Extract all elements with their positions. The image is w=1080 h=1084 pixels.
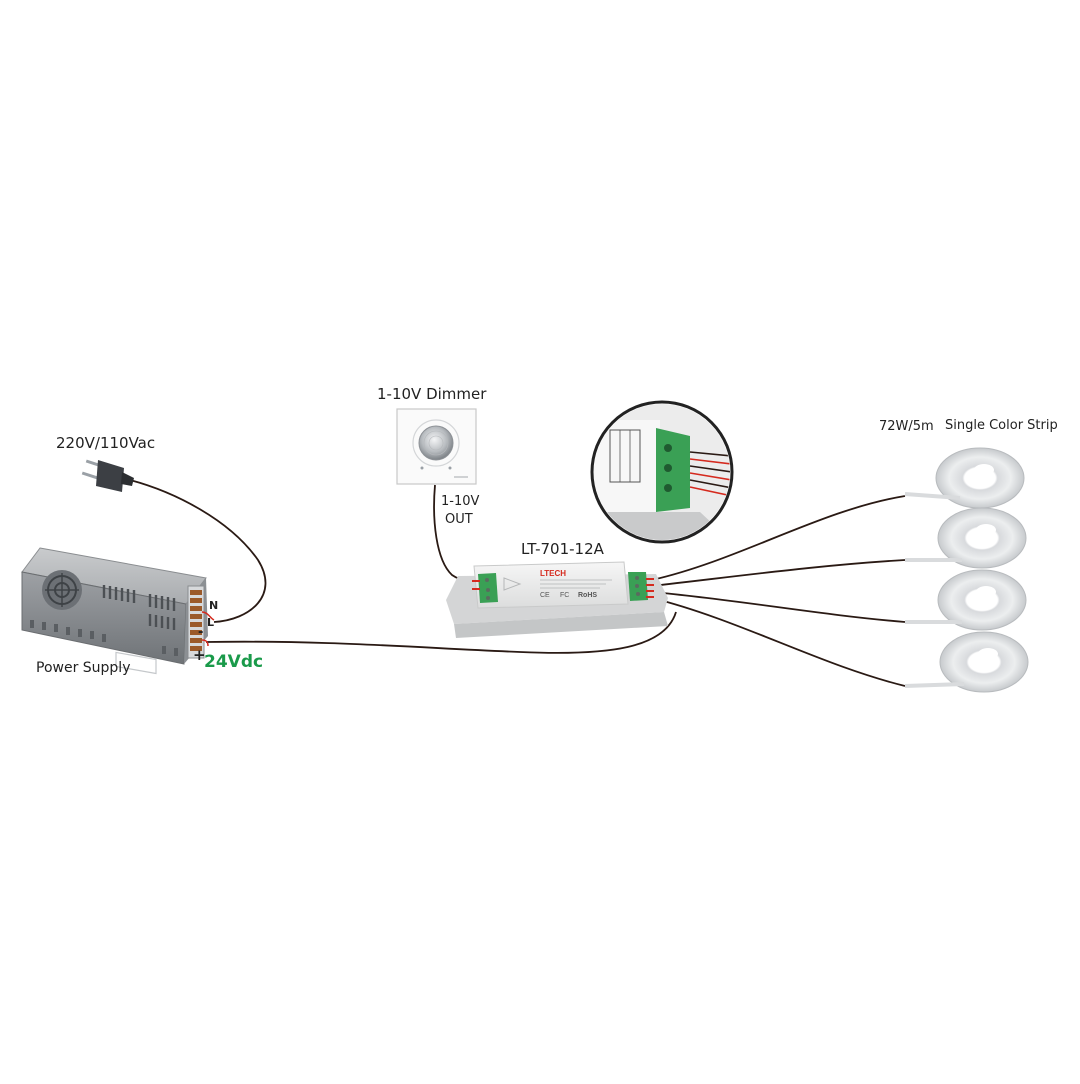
psu-terminal-block: [187, 585, 215, 659]
led-strip-reel-icon: [904, 631, 1029, 693]
led-strip-reel-icon: [904, 447, 1025, 509]
led-strip-reel-icon: [905, 507, 1027, 569]
controller-cert-fc: FC: [560, 592, 569, 599]
output-wire-2: [651, 559, 906, 587]
dc-wire: [205, 611, 677, 654]
dimmer-label: 1-10V Dimmer: [377, 385, 487, 403]
dimmer-knob-icon: [396, 408, 477, 485]
output-wire-4: [651, 597, 906, 687]
mains-wire: [129, 479, 267, 623]
led-strip-reels: [904, 447, 1029, 693]
controller-brand: LTECH: [540, 569, 566, 578]
terminal-plus-label: +: [193, 646, 206, 664]
power-supply-label: Power Supply: [36, 660, 131, 676]
controller-icon: LTECH CE FC RoHS: [446, 561, 668, 638]
controller-cert-rohs: RoHS: [578, 592, 597, 599]
power-supply-icon: [21, 547, 215, 675]
output-voltage-label: 24Vdc: [204, 652, 264, 672]
led-strip-reel-icon: [905, 569, 1027, 631]
terminal-l-label: L: [207, 616, 215, 629]
output-wire-3: [651, 591, 906, 623]
terminal-minus-label: -: [198, 625, 204, 640]
output-wire-1: [651, 495, 906, 581]
dimmer-output-label-line2: OUT: [445, 512, 473, 527]
controller-model-label: LT-701-12A: [521, 540, 604, 558]
terminal-n-label: N: [209, 599, 219, 612]
strip-power-label: 72W/5m: [879, 419, 934, 434]
dimmer-output-label-line1: 1-10V: [441, 494, 480, 509]
mains-voltage-label: 220V/110Vac: [56, 434, 156, 452]
wires: [129, 479, 906, 687]
terminal-zoom-icon: [590, 400, 734, 544]
controller-cert-ce: CE: [540, 592, 550, 599]
plug-icon: [81, 459, 134, 492]
strip-type-label: Single Color Strip: [945, 418, 1058, 433]
